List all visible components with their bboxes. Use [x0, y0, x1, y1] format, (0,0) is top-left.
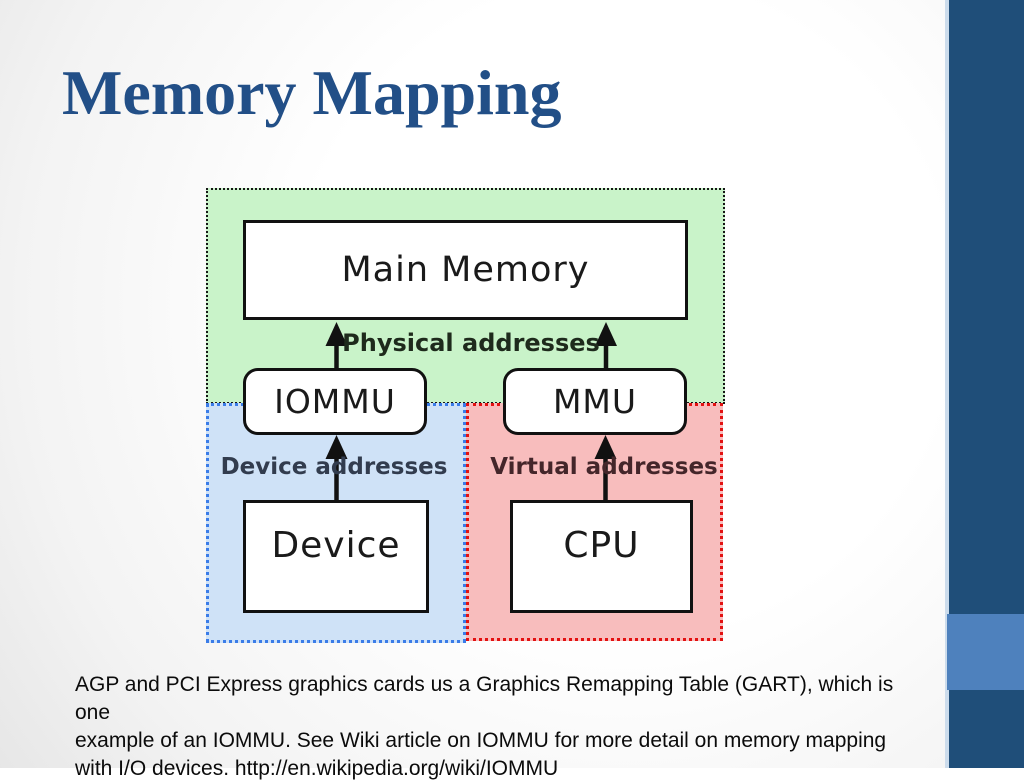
- arrow-mmu-to-main-memory: [595, 322, 617, 368]
- caption-line: example of an IOMMU. See Wiki article on…: [75, 729, 887, 752]
- slide-caption: AGP and PCI Express graphics cards us a …: [75, 671, 905, 783]
- box-mmu: MMU: [503, 368, 687, 435]
- label-virtual-addresses: Virtual addresses: [490, 454, 718, 480]
- slide-canvas: Memory Mapping Main Memory IOMMU: [0, 0, 946, 780]
- arrow-device-to-iommu: [325, 435, 348, 500]
- label-physical-addresses: Physical addresses: [342, 329, 600, 357]
- caption-line: AGP and PCI Express graphics cards us a …: [75, 673, 894, 724]
- diagram-arrows: [325, 322, 617, 500]
- label-device-addresses: Device addresses: [220, 454, 448, 480]
- box-device: Device: [243, 500, 429, 613]
- page-title: Memory Mapping: [62, 57, 562, 128]
- box-cpu: CPU: [510, 500, 693, 613]
- memory-mapping-diagram: Main Memory IOMMU MMU Device CPU Physica…: [206, 188, 728, 646]
- sidebar-accent-band: [947, 614, 1024, 690]
- caption-line: with I/O devices. http://en.wikipedia.or…: [75, 757, 559, 780]
- arrow-iommu-to-main-memory: [325, 322, 348, 368]
- box-iommu: IOMMU: [243, 368, 427, 435]
- sidebar-accent-bar: [947, 0, 1024, 768]
- box-main-memory: Main Memory: [243, 220, 688, 320]
- arrow-cpu-to-mmu: [594, 435, 617, 500]
- slide-edge-line: [945, 0, 949, 768]
